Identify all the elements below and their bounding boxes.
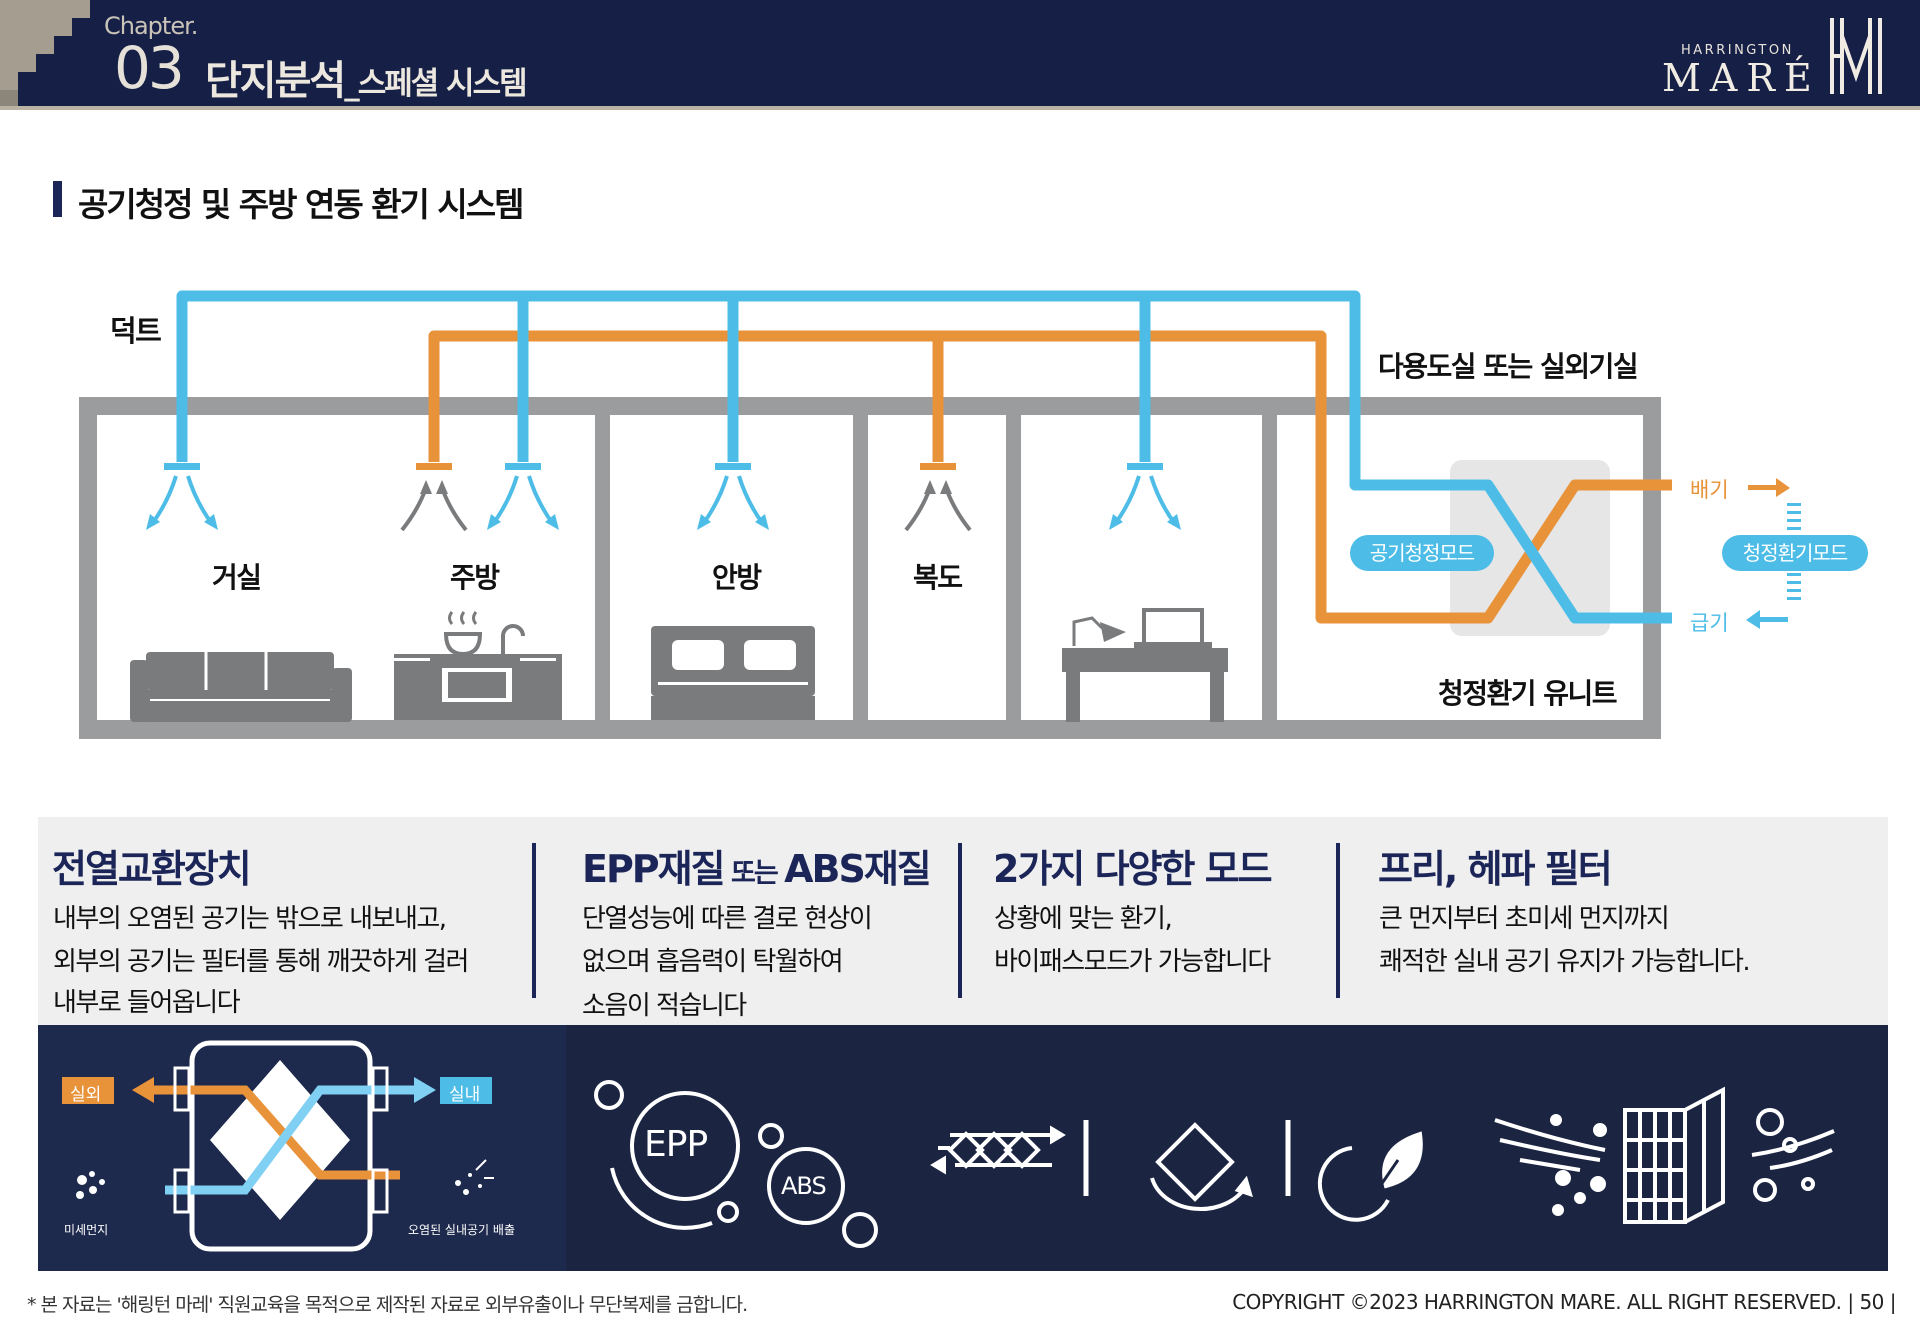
chapter-title-main: 단지분석	[205, 58, 346, 104]
feature-title-or: 또는	[723, 858, 785, 889]
feature-text: 내부로 들어옵니다	[53, 988, 241, 1018]
feature-title-modes: 2가지 다양한 모드	[993, 847, 1273, 891]
fine-dust-label: 미세먼지	[64, 1223, 109, 1237]
supply-label: 급기	[1690, 611, 1729, 635]
epp-abs-icon	[594, 1080, 878, 1248]
section-title: 공기청정 및 주방 연동 환기 시스템	[78, 185, 524, 224]
chapter-number: 03	[114, 34, 185, 102]
epp-label: EPP	[644, 1124, 708, 1165]
exhaust-label: 배기	[1690, 478, 1729, 502]
unit-label: 청정환기 유니트	[1438, 677, 1618, 710]
feature-title-abs: ABS재질	[784, 847, 932, 891]
header-bar	[0, 0, 1920, 108]
feature-text: 바이패스모드가 가능합니다	[994, 947, 1271, 977]
feature-text: 내부의 오염된 공기는 밖으로 내보내고,	[53, 904, 447, 934]
brand-name: MARÉ	[1662, 56, 1821, 100]
outside-tag: 실외	[70, 1085, 102, 1105]
header-underline	[0, 106, 1920, 110]
utility-room-label: 다용도실 또는 실외기실	[1378, 350, 1639, 383]
feature-title-heat-exchanger: 전열교환장치	[52, 847, 252, 891]
house-walls	[79, 397, 1661, 739]
feature-text: 단열성능에 따른 결로 현상이	[582, 904, 873, 934]
filter-icon	[1494, 1086, 1835, 1224]
brand-name-small: HARRINGTON	[1681, 43, 1794, 58]
ventilation-mode-badge: 청정환기모드	[1722, 535, 1868, 571]
chapter-title-sub: _스페셜 시스템	[344, 66, 527, 102]
abs-label: ABS	[781, 1172, 827, 1200]
page-number: | 50 |	[1847, 1290, 1896, 1314]
room-label-kitchen: 주방	[450, 561, 500, 594]
supply-arrowheads	[146, 514, 1181, 530]
feature-text: 쾌적한 실내 공기 유지가 가능합니다.	[1379, 947, 1751, 977]
inside-tag: 실내	[449, 1085, 481, 1105]
outside-arrows	[1748, 478, 1790, 497]
sofa-icon	[130, 652, 352, 722]
feature-divider	[1336, 843, 1340, 998]
polluted-air-label: 오염된 실내공기 배출	[408, 1223, 515, 1237]
features-panel	[38, 817, 1888, 1025]
feature-title-material: EPP재질 또는 ABS재질	[582, 838, 932, 893]
brand-logo-icon	[1830, 18, 1882, 94]
footer-copyright: COPYRIGHT ©2023 HARRINGTON MARE. ALL RIG…	[1232, 1290, 1896, 1314]
duct-label: 덕트	[110, 314, 162, 348]
room-label-living: 거실	[212, 561, 262, 594]
feature-text: 상황에 맞는 환기,	[994, 904, 1173, 934]
ventilation-diagram	[79, 290, 1801, 739]
blue-duct	[176, 290, 1672, 624]
heat-exchanger-icon	[62, 1040, 494, 1252]
copyright-text: COPYRIGHT ©2023 HARRINGTON MARE. ALL RIG…	[1232, 1290, 1842, 1314]
stair-decoration	[0, 0, 90, 108]
bed-icon	[651, 626, 815, 720]
kitchen-icon	[394, 611, 562, 720]
feature-title-filter: 프리, 헤파 필터	[1378, 847, 1613, 891]
orange-duct	[428, 330, 1672, 624]
feature-text: 큰 먼지부터 초미세 먼지까지	[1379, 904, 1670, 934]
mode-icons	[930, 1120, 1423, 1222]
feature-text: 외부의 공기는 필터를 통해 깨끗하게 걸러	[53, 947, 469, 977]
section-title-bar	[53, 181, 62, 217]
diffusers	[164, 463, 1163, 470]
feature-title-epp: EPP재질	[582, 847, 726, 891]
footer-notice: * 본 자료는 '해링턴 마레' 직원교육을 목적으로 제작된 자료로 외부유출…	[27, 1294, 748, 1316]
feature-text: 없으며 흡음력이 탁월하여	[582, 947, 844, 977]
room-label-master: 안방	[712, 561, 762, 594]
feature-divider	[532, 843, 536, 998]
feature-text: 소음이 적습니다	[582, 991, 747, 1021]
feature-divider	[958, 843, 962, 998]
desk-icon	[1062, 608, 1228, 722]
room-label-hallway: 복도	[913, 561, 963, 594]
air-purify-mode-badge: 공기청정모드	[1350, 535, 1494, 571]
mode-dash-bars	[1787, 503, 1801, 600]
chapter-label: Chapter.	[104, 12, 198, 40]
chapter-title: 단지분석_스페셜 시스템	[205, 48, 528, 106]
